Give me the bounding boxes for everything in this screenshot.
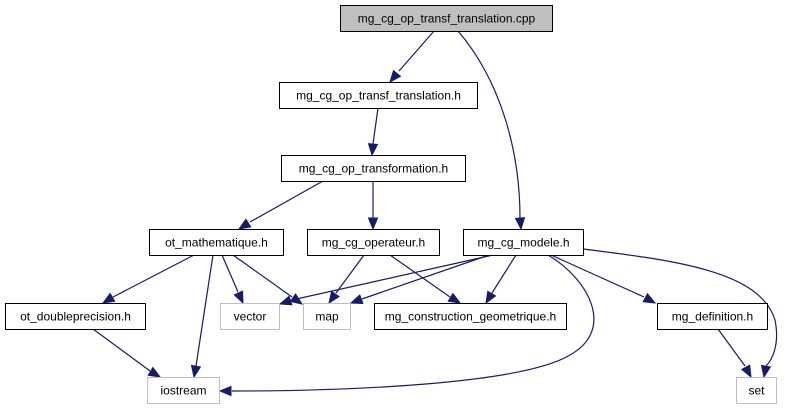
edge-ot_math-to-vector (221, 254, 244, 305)
node-doubleprec[interactable]: ot_doubleprecision.h (5, 303, 146, 330)
arrowhead-icon (760, 364, 772, 379)
node-label: ot_mathematique.h (165, 236, 268, 250)
edge-line (361, 254, 490, 300)
node-box (149, 229, 284, 256)
arrowhead-icon (349, 294, 364, 304)
arrowhead-icon (237, 218, 252, 230)
node-label: ot_doubleprecision.h (20, 310, 131, 324)
edge-doubleprec-to-iostream (92, 328, 162, 378)
edge-modele-to-map (349, 254, 490, 304)
arrowhead-icon (190, 364, 202, 379)
node-label: mg_definition.h (672, 310, 753, 324)
node-map: map (303, 303, 351, 330)
edge-operateur-to-construction (389, 254, 462, 304)
node-box (340, 5, 553, 32)
edge-line (92, 328, 151, 372)
edge-transf_h-to-transformation_h (367, 107, 379, 157)
edge-root-to-transf_h (389, 30, 435, 84)
node-label: mg_cg_op_transf_translation.h (296, 89, 461, 103)
arrowhead-icon (485, 290, 497, 305)
node-box (5, 303, 146, 330)
edge-line (249, 180, 324, 223)
arrowhead-icon (278, 295, 293, 306)
arrowhead-icon (389, 69, 402, 84)
edge-line (232, 254, 293, 298)
edge-modele-to-vector (278, 254, 494, 306)
node-box (303, 303, 351, 330)
arrowhead-icon (367, 143, 379, 157)
node-label: set (748, 384, 765, 398)
node-box (463, 229, 584, 256)
edge-ot_math-to-map (232, 254, 304, 305)
arrowhead-icon (642, 292, 657, 304)
node-box (281, 155, 466, 182)
arrowhead-icon (447, 292, 462, 304)
node-box (147, 377, 220, 404)
edge-line (582, 248, 778, 367)
node-label: iostream (160, 384, 206, 398)
node-box (736, 377, 777, 404)
arrowhead-icon (147, 366, 162, 378)
edge-modele-to-definition (550, 254, 657, 304)
arrowhead-icon (233, 290, 244, 305)
edge-line (231, 254, 595, 392)
arrowhead-icon (218, 385, 232, 397)
node-construction[interactable]: mg_construction_geometrique.h (374, 303, 567, 330)
node-modele[interactable]: mg_cg_modele.h (463, 229, 584, 256)
node-operateur[interactable]: mg_cg_operateur.h (307, 229, 440, 256)
node-transf-h[interactable]: mg_cg_op_transf_translation.h (279, 82, 478, 109)
edge-line (717, 328, 746, 367)
node-label: mg_cg_modele.h (477, 236, 569, 250)
arrowhead-icon (328, 290, 340, 305)
edge-modele-to-iostream (218, 254, 595, 397)
node-label: mg_cg_operateur.h (322, 236, 425, 250)
edge-line (372, 107, 379, 145)
node-box (657, 303, 768, 330)
node-label: mg_cg_op_transformation.h (299, 162, 448, 176)
edge-line (195, 254, 214, 367)
node-label: map (315, 310, 339, 324)
node-root[interactable]: mg_cg_op_transf_translation.cpp (340, 5, 553, 32)
edge-line (335, 254, 365, 294)
node-box (307, 229, 440, 256)
edge-line (550, 254, 645, 298)
edge-line (457, 30, 521, 219)
edge-transformation_h-to-operateur (367, 181, 379, 231)
edge-line (221, 254, 239, 293)
node-iostream: iostream (147, 377, 220, 404)
node-box (374, 303, 567, 330)
edge-transformation_h-to-ot_math (237, 180, 324, 230)
edge-definition-to-set (717, 328, 752, 379)
edge-modele-to-construction (485, 254, 517, 305)
node-set: set (736, 377, 777, 404)
edge-line (398, 30, 435, 72)
edge-line (291, 254, 494, 301)
node-label: mg_construction_geometrique.h (385, 310, 556, 324)
edge-line (491, 254, 517, 294)
edge-ot_math-to-doubleprec (101, 254, 195, 304)
node-vector: vector (220, 303, 280, 330)
arrowhead-icon (740, 364, 752, 379)
node-label: mg_cg_op_transf_translation.cpp (358, 12, 536, 26)
edge-root-to-modele (457, 30, 526, 231)
node-label: vector (234, 310, 267, 324)
edge-operateur-to-map (328, 254, 365, 305)
edge-modele-to-set (582, 248, 778, 379)
node-definition[interactable]: mg_definition.h (657, 303, 768, 330)
edge-line (112, 254, 195, 298)
node-box (279, 82, 478, 109)
node-transformation-h[interactable]: mg_cg_op_transformation.h (281, 155, 466, 182)
arrowhead-icon (101, 292, 116, 304)
edge-line (389, 254, 451, 298)
arrowhead-icon (514, 217, 526, 231)
node-ot-math[interactable]: ot_mathematique.h (149, 229, 284, 256)
node-box (220, 303, 280, 330)
arrowhead-icon (367, 217, 379, 231)
edge-ot_math-to-iostream (190, 254, 214, 379)
